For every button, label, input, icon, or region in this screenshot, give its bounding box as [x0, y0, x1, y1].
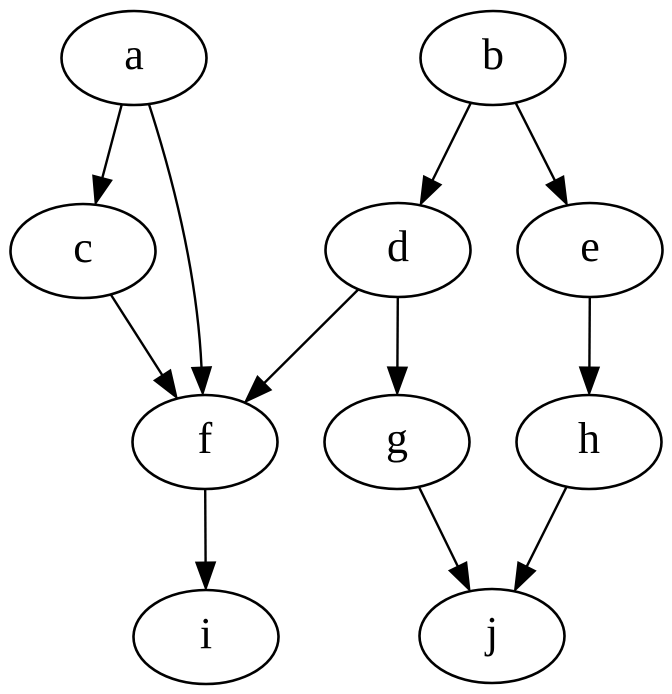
node-e-label: e	[580, 222, 600, 271]
node-f: f	[131, 393, 279, 491]
node-c-ellipse	[9, 202, 157, 300]
arrowhead-icon-c-f	[152, 368, 179, 400]
node-j-label: j	[484, 608, 498, 657]
node-c: c	[9, 202, 157, 300]
edge-a-f	[147, 103, 203, 368]
edge-b-e	[514, 102, 556, 181]
node-i: i	[132, 588, 280, 686]
arrowhead-icon-a-c	[92, 174, 113, 207]
node-h-label: h	[578, 414, 600, 463]
node-c-label: c	[73, 223, 93, 272]
edge-d-f	[263, 288, 360, 384]
node-g-label: g	[386, 414, 408, 463]
node-j-ellipse	[418, 587, 566, 685]
node-h: h	[515, 393, 663, 491]
node-e-ellipse	[516, 201, 664, 299]
arrowhead-icon-g-j	[447, 560, 471, 593]
node-e: e	[516, 201, 664, 299]
node-d: d	[324, 201, 472, 299]
node-b: b	[419, 9, 567, 107]
node-a-label: a	[124, 30, 144, 79]
arrowhead-icon-b-d	[419, 174, 443, 207]
node-d-label: d	[387, 222, 409, 271]
arrowhead-icon-e-h	[578, 366, 601, 397]
node-j: j	[418, 587, 566, 685]
node-i-ellipse	[132, 588, 280, 686]
node-b-ellipse	[419, 9, 567, 107]
node-f-label: f	[198, 414, 213, 463]
arrowhead-icon-d-g	[386, 366, 409, 397]
node-i-label: i	[200, 609, 212, 658]
edge-g-j	[417, 486, 459, 567]
node-b-label: b	[482, 30, 504, 79]
node-d-ellipse	[324, 201, 472, 299]
node-f-ellipse	[131, 393, 279, 491]
node-g: g	[323, 393, 471, 491]
edge-c-f	[109, 293, 164, 376]
arrowhead-icon-f-i	[194, 561, 217, 592]
edge-h-j	[525, 486, 568, 567]
node-h-ellipse	[515, 393, 663, 491]
node-g-ellipse	[323, 393, 471, 491]
edge-a-c	[101, 103, 123, 178]
arrowhead-icon-b-e	[545, 175, 569, 207]
arrowhead-icon-h-j	[513, 561, 537, 593]
node-a: a	[60, 9, 208, 107]
arrowhead-icon-a-f	[190, 366, 213, 397]
node-a-ellipse	[60, 9, 208, 107]
edge-b-d	[431, 102, 472, 181]
arrowhead-icon-d-f	[243, 374, 273, 404]
